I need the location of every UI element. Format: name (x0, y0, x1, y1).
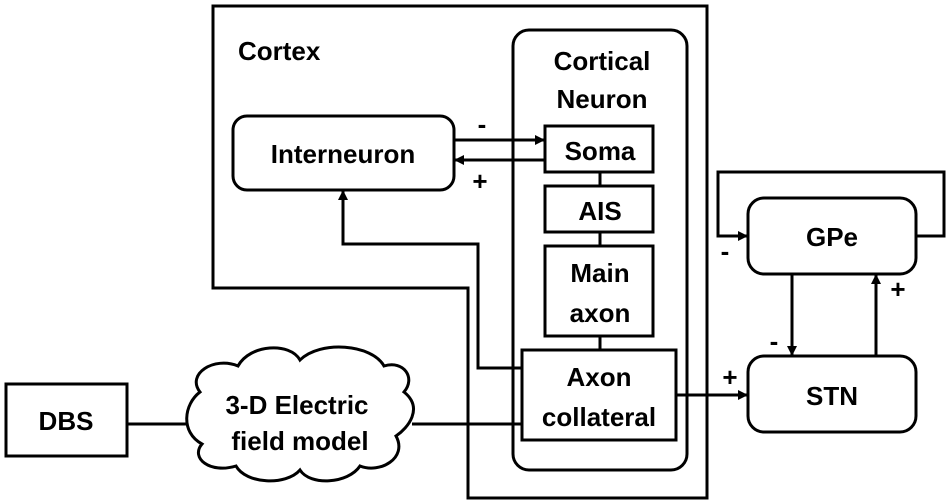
field-model-label-line2: field model (231, 426, 368, 456)
main-axon-box (543, 244, 655, 338)
soma-to-interneuron-sign: + (472, 166, 487, 196)
stn-label: STN (806, 381, 858, 411)
axon-collateral-label-line1: Axon (567, 362, 632, 392)
soma-label: Soma (565, 136, 636, 166)
stn-box (746, 354, 918, 434)
main-axon-label-line2: axon (570, 298, 631, 328)
cortex-label: Cortex (238, 36, 321, 66)
field-model-label-line1: 3-D Electric (225, 390, 368, 420)
ais-label: AIS (578, 196, 621, 226)
dbs-box (4, 382, 129, 458)
gpe-self-loop-arrow (716, 170, 946, 241)
axon-collateral-label-line2: collateral (542, 402, 656, 432)
gpe-to-stn-sign: - (770, 326, 779, 356)
interneuron-label: Interneuron (271, 139, 415, 169)
collateral-to-interneuron-arrow (338, 190, 522, 370)
ais-box (543, 184, 655, 234)
gpe-label: GPe (806, 222, 858, 252)
cortex-region-outline (211, 4, 709, 500)
dbs-label: DBS (39, 406, 94, 436)
interneuron-to-soma-sign: - (478, 109, 487, 139)
field-model-cloud (185, 345, 415, 483)
cortical-neuron-label-line2: Neuron (557, 84, 648, 114)
stn-to-gpe-sign: + (890, 274, 905, 304)
gpe-self-loop-sign: - (721, 236, 730, 266)
collateral-to-stn-sign: + (722, 362, 737, 392)
soma-box (543, 124, 655, 174)
main-axon-label-line1: Main (570, 258, 629, 288)
cortical-neuron-label-line1: Cortical (554, 46, 651, 76)
